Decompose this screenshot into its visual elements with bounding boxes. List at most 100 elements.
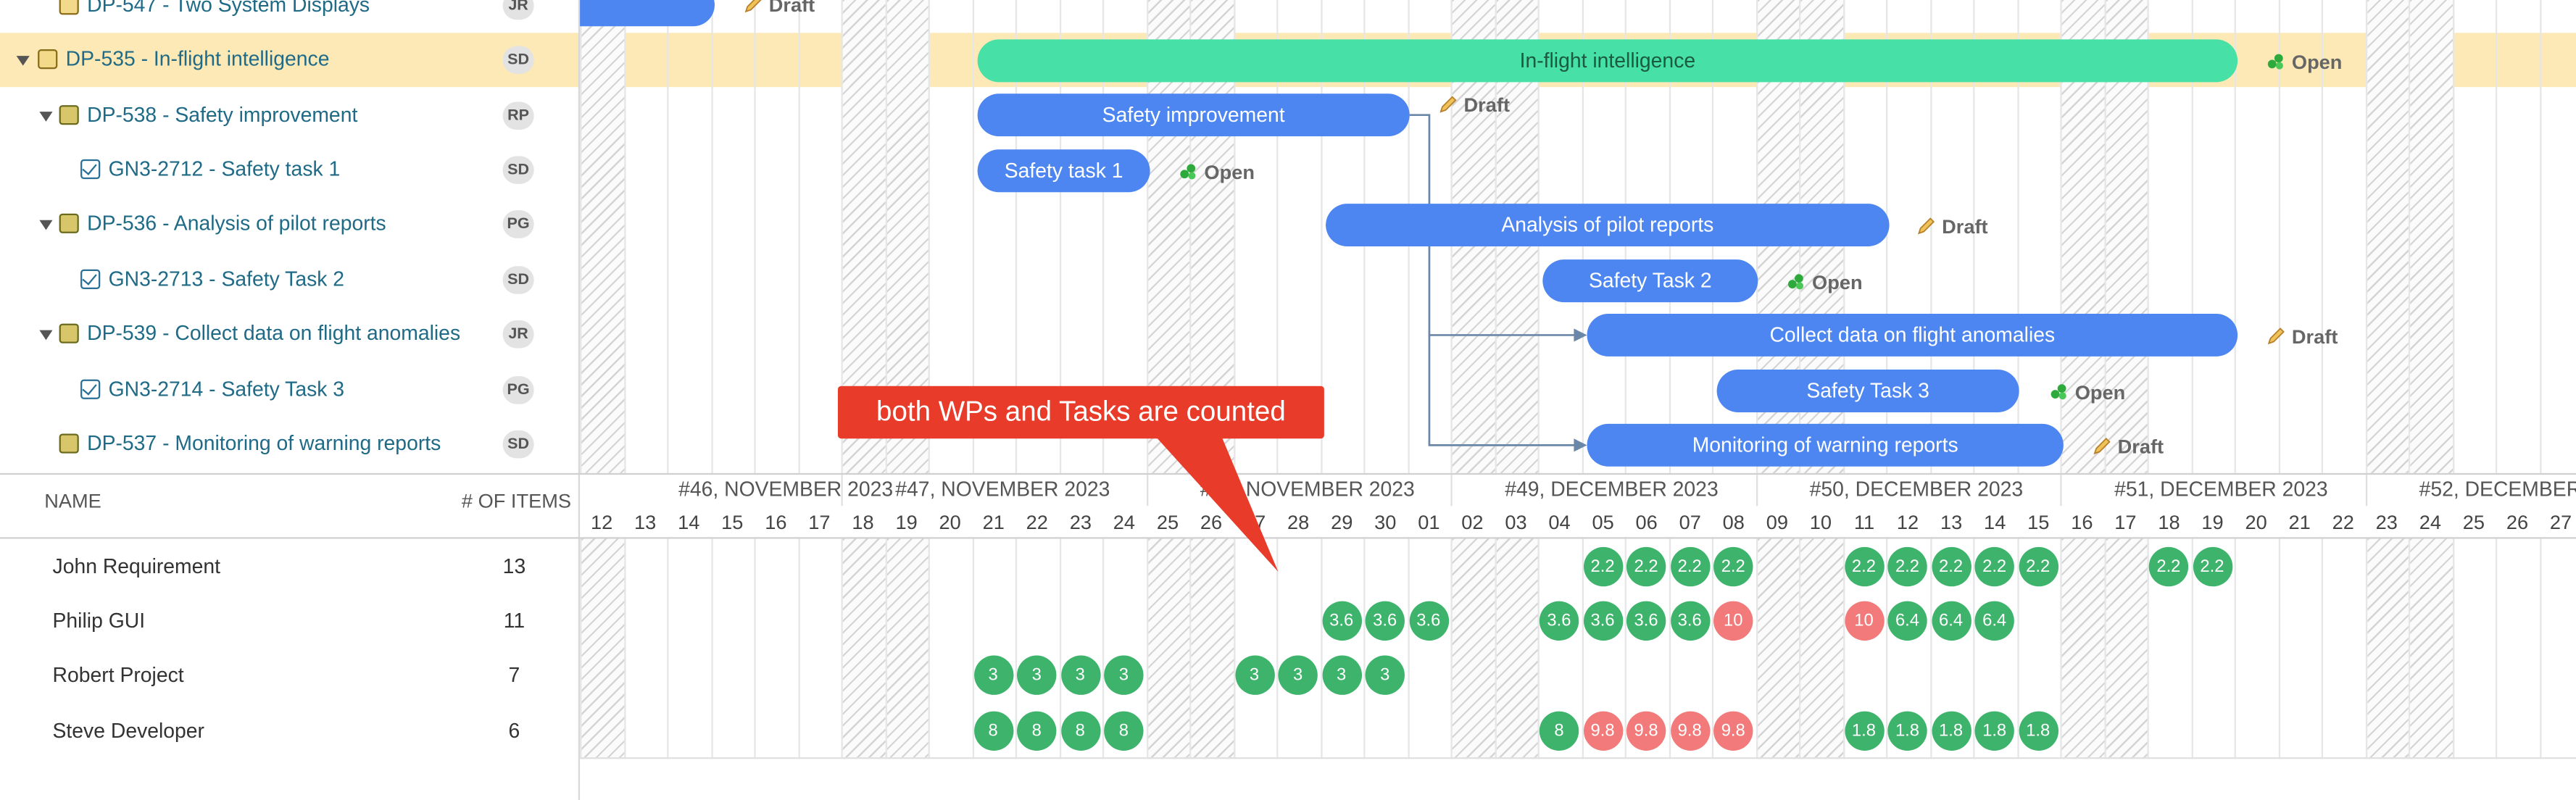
tree-item-label[interactable]: DP-535 - In-flight intelligence (65, 47, 330, 71)
load-bubble[interactable]: 3 (973, 655, 1013, 695)
load-bubble[interactable]: 8 (973, 711, 1013, 751)
load-bubble[interactable]: 2.2 (2148, 546, 2189, 587)
gantt-bar-dp-539[interactable]: Collect data on flight anomalies (1587, 313, 2238, 357)
assignee-avatar[interactable]: PG (502, 376, 534, 404)
tree-item-label[interactable]: GN3-2712 - Safety task 1 (108, 157, 341, 181)
load-bubble[interactable]: 8 (1017, 711, 1057, 751)
load-bubble[interactable]: 2.2 (1974, 546, 2014, 587)
tree-row-gn3-2714[interactable]: GN3-2714 - Safety Task 3 PG (0, 363, 578, 417)
tree-item-label[interactable]: DP-547 - Two System Displays (87, 0, 370, 17)
status-badge[interactable]: Draft (1439, 92, 1510, 118)
tree-row-dp-538[interactable]: DP-538 - Safety improvement RP (0, 88, 578, 143)
load-bubble[interactable]: 3 (1365, 655, 1405, 695)
assignee-avatar[interactable]: SD (502, 46, 534, 75)
load-bubble[interactable]: 3 (1017, 655, 1057, 695)
tree-item-label[interactable]: DP-539 - Collect data on flight anomalie… (87, 322, 461, 346)
load-bubble[interactable]: 3 (1278, 655, 1318, 695)
resource-name[interactable]: John Requirement (52, 555, 221, 578)
gantt-bar-gn3-2712[interactable]: Safety task 1 (977, 149, 1150, 193)
load-bubble[interactable]: 2.2 (1713, 546, 1753, 587)
load-bubble[interactable]: 6.4 (1887, 601, 1927, 641)
load-bubble[interactable]: 10 (1844, 601, 1884, 641)
gantt-bar-gn3-2714[interactable]: Safety Task 3 (1716, 370, 2019, 412)
expand-caret-icon[interactable] (39, 112, 53, 122)
load-bubble[interactable]: 2.2 (1887, 546, 1927, 587)
load-bubble[interactable]: 3 (1321, 655, 1361, 695)
tree-item-label[interactable]: DP-537 - Monitoring of warning reports (87, 432, 441, 455)
load-bubble[interactable]: 3.6 (1669, 601, 1710, 641)
tree-item-label[interactable]: DP-536 - Analysis of pilot reports (87, 212, 386, 236)
tree-item-label[interactable]: GN3-2713 - Safety Task 2 (108, 267, 345, 291)
load-bubble[interactable]: 3.6 (1365, 601, 1405, 641)
tree-row-dp-547[interactable]: DP-547 - Two System Displays JR (0, 0, 578, 33)
tree-row-dp-537[interactable]: DP-537 - Monitoring of warning reports SD (0, 417, 578, 472)
expand-caret-icon[interactable] (39, 220, 53, 230)
load-bubble[interactable]: 1.8 (1887, 711, 1927, 751)
status-badge[interactable]: Draft (2267, 324, 2338, 350)
load-bubble[interactable]: 9.8 (1582, 711, 1623, 751)
gantt-bar-dp-547[interactable] (580, 0, 715, 27)
load-bubble[interactable]: 3 (1104, 655, 1144, 695)
load-bubble[interactable]: 2.2 (1582, 546, 1623, 587)
resource-name[interactable]: Steve Developer (52, 719, 205, 743)
load-bubble[interactable]: 3.6 (1408, 601, 1449, 641)
tree-row-gn3-2713[interactable]: GN3-2713 - Safety Task 2 SD (0, 253, 578, 307)
panel-splitter[interactable] (578, 0, 581, 800)
tree-row-dp-536[interactable]: DP-536 - Analysis of pilot reports PG (0, 197, 578, 251)
load-bubble[interactable]: 2.2 (1669, 546, 1710, 587)
assignee-avatar[interactable]: JR (502, 320, 534, 349)
load-bubble[interactable]: 8 (1104, 711, 1144, 751)
resource-name-header[interactable]: NAME (44, 489, 101, 513)
status-badge[interactable]: Draft (1917, 214, 1988, 240)
load-bubble[interactable]: 3.6 (1626, 601, 1666, 641)
load-bubble[interactable]: 3.6 (1539, 601, 1579, 641)
load-bubble[interactable]: 9.8 (1713, 711, 1753, 751)
gantt-bar-dp-538[interactable]: Safety improvement (977, 93, 1410, 137)
expand-caret-icon[interactable] (39, 330, 53, 341)
assignee-avatar[interactable]: RP (502, 101, 534, 130)
load-bubble[interactable]: 8 (1539, 711, 1579, 751)
tree-row-gn3-2712[interactable]: GN3-2712 - Safety task 1 SD (0, 143, 578, 197)
load-bubble[interactable]: 1.8 (2018, 711, 2058, 751)
status-badge[interactable]: Open (1787, 270, 1863, 296)
load-bubble[interactable]: 9.8 (1626, 711, 1666, 751)
status-badge[interactable]: Draft (2093, 433, 2164, 459)
tree-item-label[interactable]: DP-538 - Safety improvement (87, 103, 358, 127)
load-bubble[interactable]: 6.4 (1931, 601, 1971, 641)
assignee-avatar[interactable]: JR (502, 0, 534, 20)
status-badge[interactable]: Draft (744, 0, 815, 18)
assignee-avatar[interactable]: SD (502, 156, 534, 184)
gantt-bar-gn3-2713[interactable]: Safety Task 2 (1542, 259, 1758, 303)
load-bubble[interactable]: 1.8 (1844, 711, 1884, 751)
load-bubble[interactable]: 2.2 (1844, 546, 1884, 587)
status-badge[interactable]: Open (2267, 49, 2342, 75)
expand-caret-icon[interactable] (16, 56, 30, 66)
resource-name[interactable]: Philip GUI (52, 609, 146, 633)
load-bubble[interactable]: 1.8 (1931, 711, 1971, 751)
tree-item-label[interactable]: GN3-2714 - Safety Task 3 (108, 378, 345, 401)
load-bubble[interactable]: 1.8 (1974, 711, 2014, 751)
status-badge[interactable]: Open (2051, 380, 2125, 406)
load-bubble[interactable]: 8 (1060, 711, 1100, 751)
assignee-avatar[interactable]: PG (502, 210, 534, 238)
resource-name[interactable]: Robert Project (52, 663, 184, 687)
load-bubble[interactable]: 3.6 (1321, 601, 1361, 641)
load-bubble[interactable]: 3 (1060, 655, 1100, 695)
load-bubble[interactable]: 2.2 (2192, 546, 2232, 587)
assignee-avatar[interactable]: SD (502, 266, 534, 294)
load-bubble[interactable]: 9.8 (1669, 711, 1710, 751)
resource-count-header[interactable]: # OF ITEMS (461, 489, 572, 513)
assignee-avatar[interactable]: SD (502, 430, 534, 459)
load-bubble[interactable]: 2.2 (2018, 546, 2058, 587)
load-bubble[interactable]: 3 (1234, 655, 1274, 695)
load-bubble[interactable]: 6.4 (1974, 601, 2014, 641)
status-badge[interactable]: Open (1179, 159, 1255, 186)
gantt-bar-dp-537[interactable]: Monitoring of warning reports (1587, 423, 2064, 467)
load-bubble[interactable]: 10 (1713, 601, 1753, 641)
gantt-bar-dp-536[interactable]: Analysis of pilot reports (1326, 204, 1890, 247)
load-bubble[interactable]: 2.2 (1931, 546, 1971, 587)
tree-row-dp-535[interactable]: DP-535 - In-flight intelligence SD (0, 33, 578, 87)
tree-row-dp-539[interactable]: DP-539 - Collect data on flight anomalie… (0, 307, 578, 362)
load-bubble[interactable]: 2.2 (1626, 546, 1666, 587)
load-bubble[interactable]: 3.6 (1582, 601, 1623, 641)
